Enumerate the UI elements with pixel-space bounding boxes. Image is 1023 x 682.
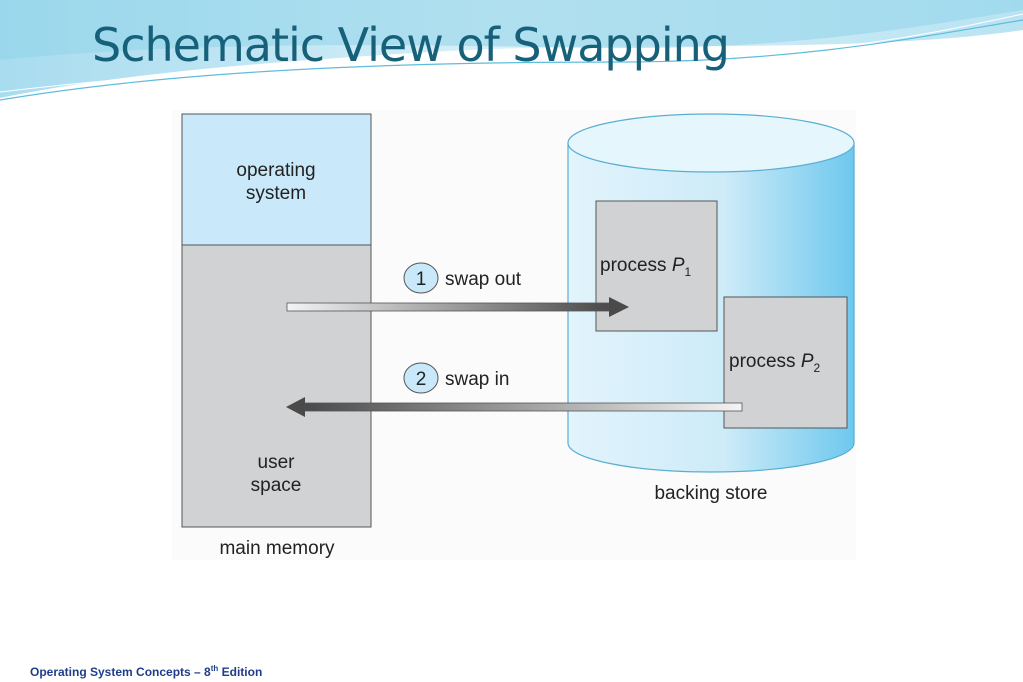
step-1-label: swap out — [445, 269, 522, 290]
footer-suffix: Edition — [218, 665, 263, 679]
user-space-region — [181, 244, 372, 528]
page-title: Schematic View of Swapping — [92, 18, 730, 72]
main-memory-block: operating system user space main memory — [181, 113, 372, 559]
os-label-line2: system — [246, 183, 306, 204]
swap-out-arrow — [286, 297, 629, 317]
cylinder-top — [567, 113, 855, 173]
backing-store-label: backing store — [654, 483, 767, 504]
footer-prefix: Operating System Concepts – 8 — [30, 665, 211, 679]
process-p2-sub: 2 — [814, 361, 821, 375]
user-space-label-line1: user — [258, 452, 296, 473]
slide-footer: Operating System Concepts – 8th Edition — [30, 664, 262, 679]
step-2-number: 2 — [416, 369, 427, 390]
os-label-line1: operating — [236, 160, 315, 181]
step-2-label: swap in — [445, 369, 509, 390]
step-1-swap-out: 1 swap out — [403, 262, 522, 294]
step-2-circle — [403, 362, 439, 394]
svg-text:process P2: process P2 — [729, 351, 821, 375]
main-memory-label: main memory — [219, 538, 335, 559]
svg-text:process P1: process P1 — [600, 255, 692, 279]
process-p2-text: process — [729, 351, 801, 372]
footer-superscript: th — [210, 664, 219, 673]
process-p2-box: process P2 — [723, 296, 848, 429]
swap-in-arrow — [286, 397, 743, 417]
user-space-label-line2: space — [251, 475, 302, 496]
step-1-circle — [403, 262, 439, 294]
process-p1-var: P — [672, 255, 685, 276]
header-wave-decoration — [0, 0, 1023, 101]
step-2-swap-in: 2 swap in — [403, 362, 509, 394]
process-p1-sub: 1 — [685, 265, 692, 279]
process-p2-var: P — [801, 351, 814, 372]
os-region — [181, 113, 372, 246]
process-p1-text: process — [600, 255, 672, 276]
step-1-number: 1 — [416, 269, 427, 290]
